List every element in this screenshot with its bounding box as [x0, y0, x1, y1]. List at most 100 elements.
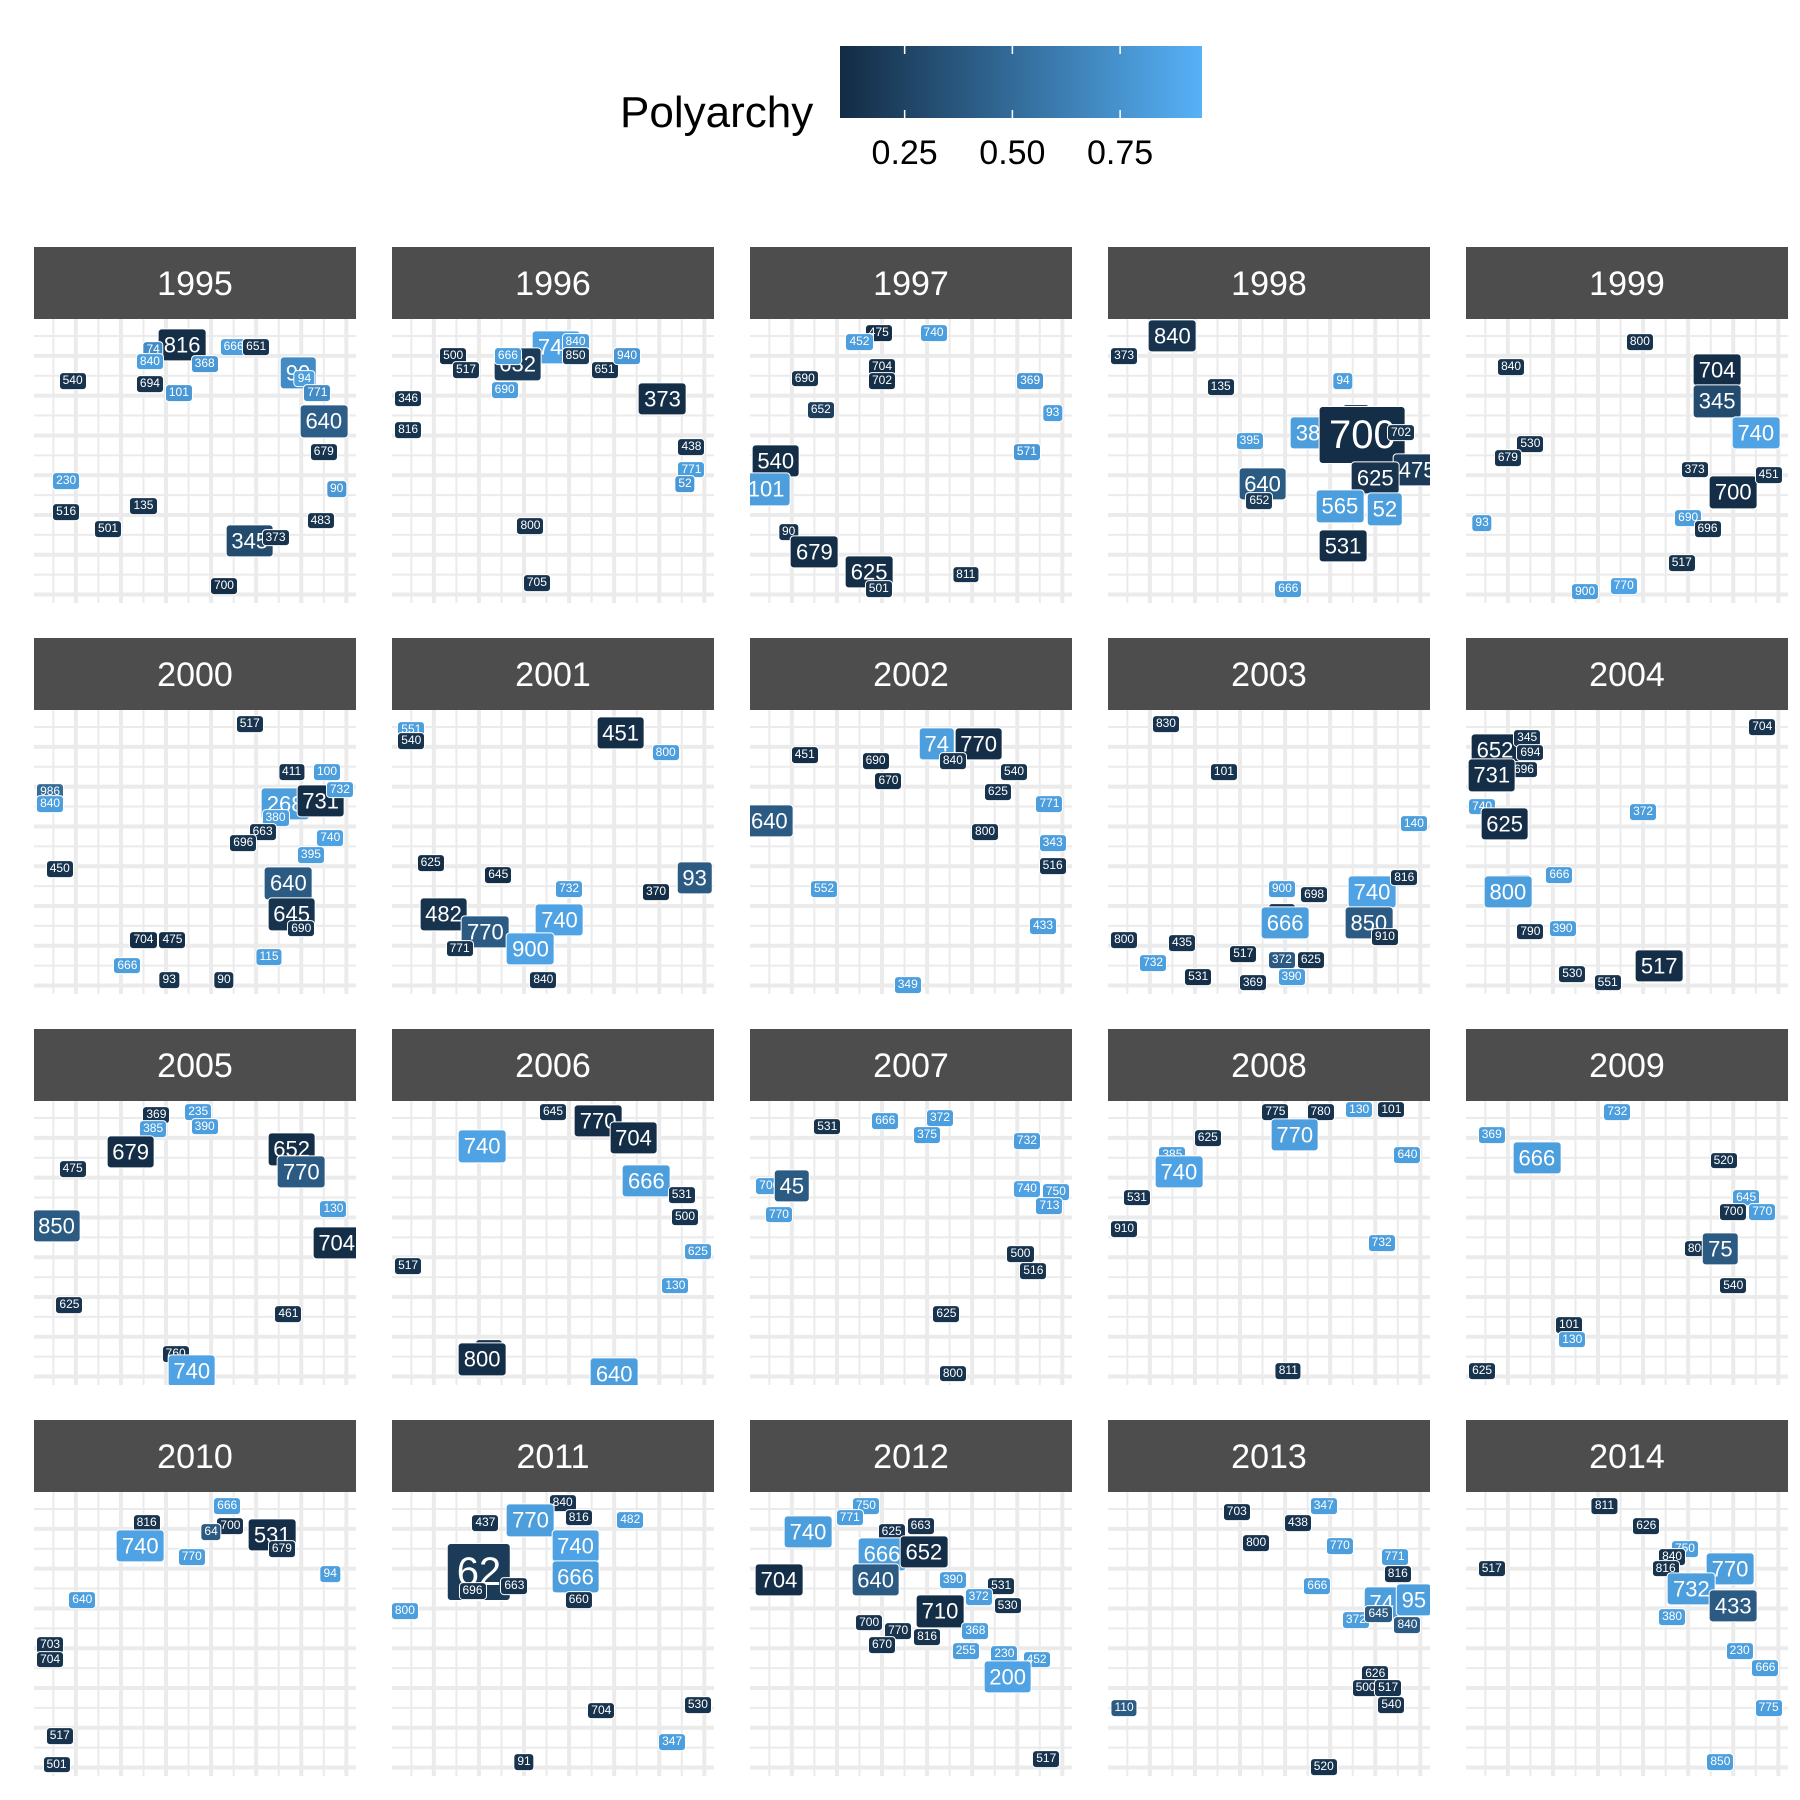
country-label: 101 — [1555, 1316, 1584, 1335]
country-label: 625 — [932, 1305, 961, 1323]
panel-plot-area: 6523456946967317047406253728506668007903… — [1466, 710, 1788, 994]
country-label: 411 — [278, 763, 306, 782]
country-label: 660 — [564, 1591, 593, 1609]
country-label: 375 — [913, 1126, 942, 1144]
panel-gridlines — [392, 710, 714, 994]
country-label: 516 — [1038, 857, 1067, 876]
country-label: 94 — [319, 1565, 341, 1584]
facet-strip-label: 1997 — [750, 247, 1072, 319]
country-label: 740 — [1012, 1180, 1041, 1198]
country-label: 438 — [677, 437, 706, 456]
country-label: 433 — [1029, 916, 1058, 935]
facet-panel-2004: 2004652345694696731704740625372850666800… — [1466, 638, 1788, 1016]
facet-panel-1996: 1996740632500517666840850651940690373346… — [392, 247, 714, 625]
facet-strip-label: 1998 — [1108, 247, 1430, 319]
country-label: 771 — [303, 383, 332, 402]
facet-strip-label: 2012 — [750, 1420, 1072, 1492]
country-label: 840 — [36, 794, 65, 813]
country-label: 704 — [129, 931, 158, 949]
country-label: 130 — [319, 1200, 348, 1218]
country-label: 101 — [1209, 763, 1238, 782]
country-label: 816 — [913, 1627, 942, 1646]
country-label: 740 — [783, 1515, 833, 1549]
country-label: 770 — [1270, 1118, 1320, 1152]
country-label: 770 — [461, 914, 510, 949]
country-label: 101 — [164, 383, 193, 402]
country-label: 704 — [609, 1121, 658, 1155]
country-label: 52 — [674, 474, 696, 493]
country-label: 346 — [394, 389, 423, 408]
country-label: 940 — [613, 347, 642, 365]
country-label: 840 — [1497, 358, 1526, 377]
country-label: 840 — [548, 1494, 577, 1513]
country-label: 811 — [1590, 1497, 1619, 1516]
country-label: 517 — [1032, 1750, 1061, 1768]
country-label: 625 — [416, 854, 445, 873]
country-label: 531 — [1122, 1188, 1151, 1207]
country-label: 531 — [813, 1117, 842, 1136]
country-label: 626 — [1632, 1517, 1661, 1535]
country-label: 500 — [671, 1208, 700, 1227]
facet-strip-label: 2000 — [34, 638, 356, 710]
country-label: 645 — [1732, 1188, 1761, 1207]
country-label: 64 — [200, 1522, 222, 1541]
country-label: 703 — [1222, 1502, 1251, 1521]
country-label: 640 — [68, 1591, 97, 1609]
country-label: 368 — [961, 1622, 990, 1641]
country-label: 345 — [1692, 384, 1742, 419]
country-label: 75 — [1702, 1232, 1739, 1266]
facet-panel-1998: 1998840373135943857047007023954756406526… — [1108, 247, 1430, 625]
country-label: 115 — [255, 948, 283, 966]
country-label: 531 — [987, 1576, 1016, 1595]
country-label: 816 — [1383, 1565, 1412, 1584]
country-label: 501 — [864, 579, 893, 598]
country-label: 517 — [1229, 945, 1258, 964]
facet-strip-label: 2007 — [750, 1029, 1072, 1101]
country-label: 700 — [855, 1613, 884, 1632]
country-label: 679 — [106, 1135, 155, 1169]
country-label: 625 — [1296, 951, 1325, 969]
country-label: 517 — [235, 715, 264, 734]
country-label: 551 — [1593, 973, 1622, 992]
country-label: 666 — [871, 1111, 900, 1130]
country-label: 373 — [1680, 460, 1709, 479]
country-label: 732 — [1012, 1131, 1041, 1150]
country-label: 732 — [555, 880, 584, 898]
country-label: 93 — [1471, 514, 1493, 533]
country-label: 666 — [1274, 579, 1303, 598]
country-label: 740 — [167, 1354, 217, 1385]
panel-plot-area: 8403731359438570470070239547564065262556… — [1108, 319, 1430, 603]
country-label: 565 — [1315, 489, 1365, 524]
panel-gridlines — [1466, 710, 1788, 994]
country-label: 670 — [874, 772, 903, 790]
country-label: 670 — [868, 1636, 897, 1655]
country-label: 347 — [658, 1733, 687, 1751]
facet-strip-label: 2008 — [1108, 1029, 1430, 1101]
country-label: 900 — [1267, 880, 1296, 898]
country-label: 666 — [113, 956, 142, 975]
legend-tick-label: 0.50 — [979, 134, 1046, 172]
panel-gridlines — [34, 1492, 356, 1776]
country-label: 690 — [790, 369, 819, 388]
country-label: 694 — [1516, 743, 1545, 762]
country-label: 771 — [445, 939, 474, 958]
facet-panel-2003: 2003830101140900698740816696666850910800… — [1108, 638, 1430, 1016]
country-label: 840 — [561, 332, 590, 351]
country-label: 200 — [983, 1659, 1032, 1694]
country-label: 530 — [1516, 435, 1545, 453]
facet-strip-label: 2010 — [34, 1420, 356, 1492]
country-label: 100 — [313, 763, 342, 782]
country-label: 373 — [638, 381, 687, 416]
country-label: 732 — [1139, 953, 1168, 972]
country-label: 740 — [1731, 415, 1781, 450]
facet-strip-label: 2011 — [392, 1420, 714, 1492]
country-label: 732 — [1367, 1234, 1396, 1252]
country-label: 451 — [1754, 466, 1783, 485]
